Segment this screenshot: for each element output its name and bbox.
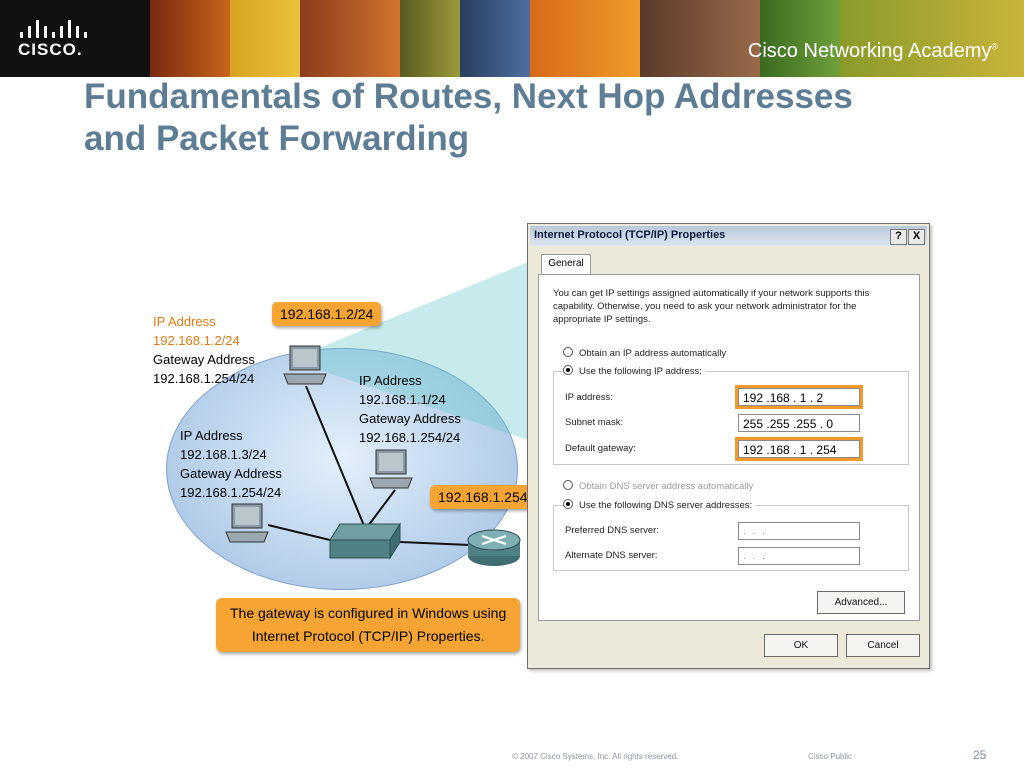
- pc1-ip-label: IP Address: [153, 314, 216, 329]
- switch-icon: [326, 520, 404, 562]
- general-tab-panel: You can get IP settings assigned automat…: [538, 274, 920, 621]
- radio-selected-icon: [563, 365, 573, 375]
- pc-icon: [368, 448, 414, 492]
- pc1-ip-value: 192.168.1.2/24: [153, 333, 240, 348]
- pc3-ip-label: IP Address: [180, 428, 243, 443]
- preferred-dns-input[interactable]: . . .: [738, 522, 860, 540]
- pc3-address-label: IP Address 192.168.1.3/24 Gateway Addres…: [180, 426, 282, 502]
- banner-photo: [150, 0, 230, 77]
- cisco-logo: CISCO.: [18, 18, 108, 62]
- pc2-gateway-value: 192.168.1.254/24: [359, 430, 461, 445]
- preferred-dns-label: Preferred DNS server:: [565, 525, 659, 536]
- dialog-title: Internet Protocol (TCP/IP) Properties: [534, 229, 726, 241]
- advanced-button[interactable]: Advanced...: [817, 591, 905, 614]
- title-line-2: and Packet Forwarding: [84, 119, 470, 158]
- dialog-titlebar[interactable]: Internet Protocol (TCP/IP) Properties ? …: [530, 226, 927, 246]
- pc1-address-label: IP Address 192.168.1.2/24 Gateway Addres…: [153, 312, 255, 388]
- router-icon: [466, 524, 522, 568]
- subnet-mask-input[interactable]: 255 .255 .255 . 0: [738, 414, 860, 432]
- cable-pc1-switch: [305, 385, 371, 541]
- ok-button[interactable]: OK: [764, 634, 838, 657]
- tab-general[interactable]: General: [541, 254, 591, 275]
- radio-obtain-ip-auto[interactable]: Obtain an IP address automatically: [563, 347, 726, 359]
- page-number: 25: [973, 748, 987, 762]
- intro-text: You can get IP settings assigned automat…: [553, 288, 870, 325]
- pc3-gateway-label: Gateway Address: [180, 466, 282, 481]
- pc2-gateway-label: Gateway Address: [359, 411, 461, 426]
- radio-button-icon: [563, 480, 573, 490]
- radio-obtain-dns-label: Obtain DNS server address automatically: [579, 481, 754, 492]
- radio-obtain-ip-label: Obtain an IP address automatically: [579, 348, 727, 359]
- tcpip-properties-dialog: Internet Protocol (TCP/IP) Properties ? …: [527, 223, 930, 669]
- alternate-dns-label: Alternate DNS server:: [565, 550, 658, 561]
- ip-address-label: IP address:: [565, 392, 613, 403]
- pc2-ip-label: IP Address: [359, 373, 422, 388]
- banner-photo: [760, 0, 840, 77]
- banner-photo: [400, 0, 460, 77]
- projection-beam: [290, 262, 528, 440]
- cisco-wordmark: CISCO.: [18, 40, 83, 59]
- pc2-ip-value: 192.168.1.1/24: [359, 392, 446, 407]
- banner-photo: [460, 0, 530, 77]
- radio-use-ip-label: Use the following IP address:: [579, 366, 702, 377]
- radio-use-ip[interactable]: Use the following IP address:: [563, 365, 705, 377]
- pc2-address-label: IP Address 192.168.1.1/24 Gateway Addres…: [359, 371, 461, 447]
- radio-button-icon: [563, 347, 573, 357]
- classification-text: Cisco Public: [808, 752, 853, 761]
- banner-photo: [530, 0, 640, 77]
- banner-photo: [840, 0, 1024, 77]
- gateway-note-line-2: Internet Protocol (TCP/IP) Properties.: [251, 628, 485, 644]
- cable-pc3-switch: [267, 524, 331, 541]
- cable-pc2-switch: [364, 489, 396, 531]
- radio-use-dns-label: Use the following DNS server addresses:: [579, 500, 753, 511]
- close-button[interactable]: X: [908, 229, 925, 245]
- help-button[interactable]: ?: [890, 229, 907, 245]
- default-gateway-label: Default gateway:: [565, 443, 636, 454]
- header-banner: CISCO. Cisco Networking Academy®: [0, 0, 1024, 77]
- banner-photo: [230, 0, 300, 77]
- trademark-symbol: ®: [991, 41, 998, 52]
- pc1-gateway-label: Gateway Address: [153, 352, 255, 367]
- gateway-note-line-1: The gateway is configured in Windows usi…: [230, 605, 507, 621]
- banner-photo: [640, 0, 760, 77]
- pc-icon: [224, 502, 270, 546]
- subnet-mask-label: Subnet mask:: [565, 417, 624, 428]
- pc1-gateway-value: 192.168.1.254/24: [153, 371, 255, 386]
- pc3-gateway-value: 192.168.1.254/24: [180, 485, 282, 500]
- ip-address-input[interactable]: 192 .168 . 1 . 2: [735, 385, 863, 409]
- academy-prefix: Cisco: [747, 40, 798, 62]
- slide-title: Fundamentals of Routes, Next Hop Address…: [84, 76, 984, 160]
- gateway-note-callout: The gateway is configured in Windows usi…: [216, 598, 521, 652]
- cancel-button[interactable]: Cancel: [846, 634, 920, 657]
- cisco-bars-icon: [20, 18, 100, 38]
- pc1-ip-callout: 192.168.1.2/24: [272, 302, 382, 326]
- pc-icon: [282, 344, 328, 388]
- pc3-ip-value: 192.168.1.3/24: [180, 447, 267, 462]
- academy-name: Networking Academy: [797, 40, 992, 62]
- radio-selected-icon: [563, 499, 573, 509]
- title-line-1: Fundamentals of Routes, Next Hop Address…: [84, 77, 853, 116]
- copyright-text: © 2007 Cisco Systems, Inc. All rights re…: [512, 752, 679, 761]
- alternate-dns-input[interactable]: . . .: [738, 547, 860, 565]
- radio-use-dns[interactable]: Use the following DNS server addresses:: [563, 499, 756, 511]
- banner-photo: [300, 0, 400, 77]
- radio-obtain-dns-auto[interactable]: Obtain DNS server address automatically: [563, 480, 753, 492]
- default-gateway-input[interactable]: 192 .168 . 1 . 254: [735, 437, 863, 461]
- ip-address-group: [553, 371, 909, 465]
- academy-logo: Cisco Networking Academy®: [748, 40, 998, 63]
- cable-switch-router: [399, 541, 471, 546]
